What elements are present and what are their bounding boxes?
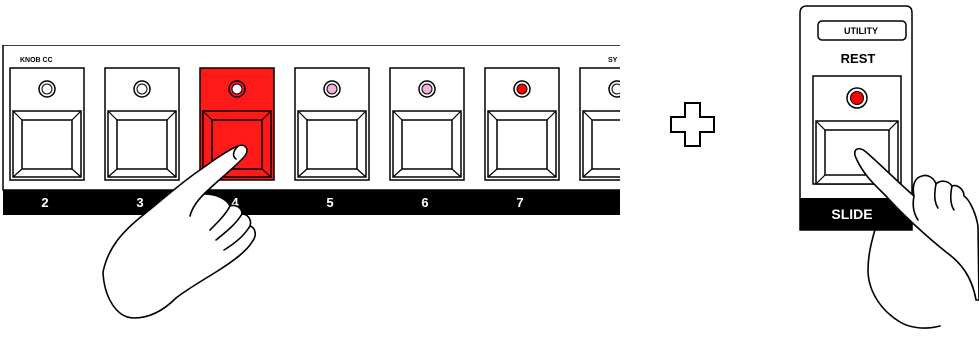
step-button-7[interactable]: [485, 68, 559, 180]
key-inner: [497, 120, 547, 169]
pointing-hand-icon-utility: [855, 149, 979, 328]
key-inner: [117, 120, 167, 169]
panel-label-strip: [3, 190, 643, 215]
step-number-5: 5: [326, 195, 333, 210]
step-number-7: 7: [516, 195, 523, 210]
led-indicator: [137, 84, 147, 94]
step-button-2[interactable]: [10, 68, 84, 180]
led-indicator: [612, 84, 622, 94]
led-indicator: [517, 84, 527, 94]
rest-led-fill: [851, 92, 864, 105]
utility-header: UTILITY: [844, 26, 878, 36]
step-number-2: 2: [41, 195, 48, 210]
step-button-6[interactable]: [390, 68, 464, 180]
key-inner: [402, 120, 452, 169]
key-inner: [307, 120, 357, 169]
led-indicator: [327, 84, 337, 94]
step-number-6: 6: [421, 195, 428, 210]
step-button-next[interactable]: [580, 68, 654, 180]
step-button-3[interactable]: [105, 68, 179, 180]
step-button-5[interactable]: [295, 68, 369, 180]
slide-label: SLIDE: [831, 206, 872, 222]
step-number-3: 3: [136, 195, 143, 210]
section-label-knob-cc: KNOB CC: [20, 57, 53, 64]
rest-label: REST: [841, 51, 876, 66]
rest-button[interactable]: [813, 76, 901, 184]
section-label-right: SY: [608, 57, 618, 64]
key-inner: [22, 120, 72, 169]
led-indicator: [42, 84, 52, 94]
plus-icon: [671, 103, 714, 146]
key-inner: [592, 120, 642, 169]
led-indicator: [232, 84, 242, 94]
led-indicator: [422, 84, 432, 94]
